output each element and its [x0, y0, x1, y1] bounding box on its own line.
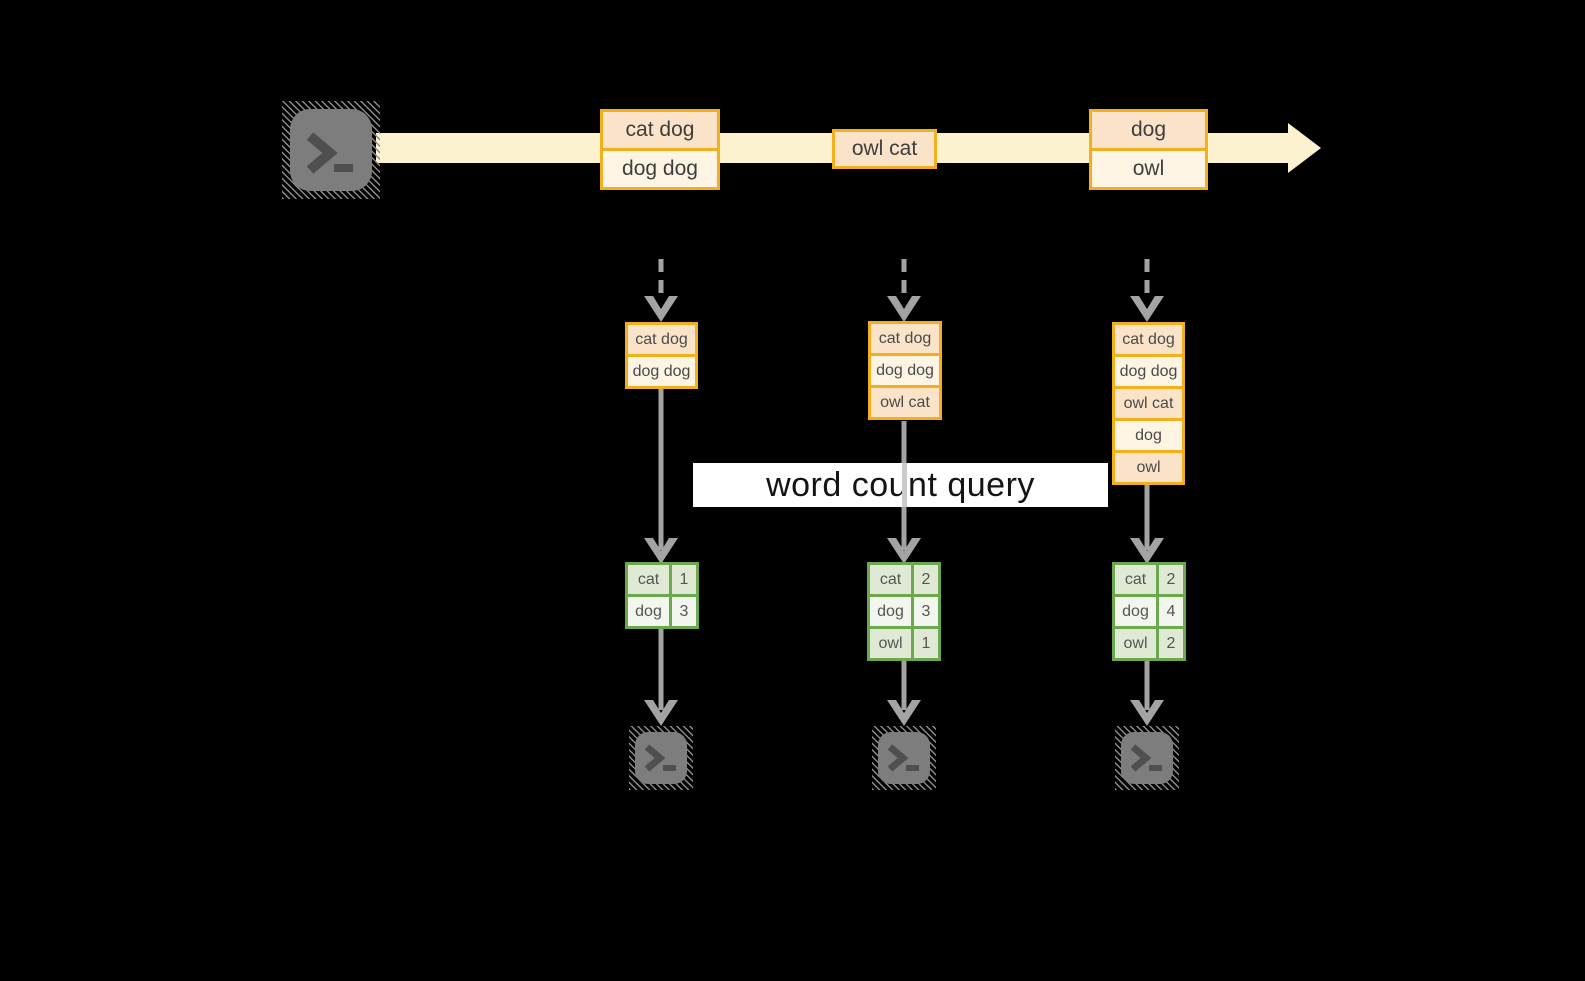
result-count-cell: 4: [1159, 597, 1183, 626]
terminal-icon-body: [878, 732, 930, 784]
result-count-cell: 3: [672, 597, 696, 626]
result-count-cell: 2: [914, 565, 938, 594]
stream-batch-2: owl cat: [832, 129, 937, 169]
input-table-cell: dog dog: [1115, 357, 1182, 386]
result-count-cell: 2: [1159, 565, 1183, 594]
terminal-prompt-glyph: [887, 744, 919, 772]
input-table-cell: cat dog: [628, 325, 695, 354]
result-word-cell: cat: [1115, 565, 1156, 594]
result-word-cell: dog: [870, 597, 911, 626]
stream-batch-cell: dog: [1092, 112, 1205, 148]
result-table-3: cat 2 dog 4 owl 2: [1112, 562, 1186, 661]
terminal-prompt-glyph: [1130, 744, 1162, 772]
result-count-cell: 1: [914, 629, 938, 658]
input-table-1: cat dog dog dog: [625, 322, 698, 389]
input-table-3: cat dog dog dog owl cat dog owl: [1112, 322, 1185, 485]
input-table-cell: owl: [1115, 453, 1182, 482]
input-table-cell: dog: [1115, 421, 1182, 450]
time-stream-arrowhead: [1288, 123, 1321, 173]
stream-batch-1: cat dog dog dog: [600, 109, 720, 190]
terminal-prompt-glyph: [306, 132, 353, 174]
input-table-cell: dog dog: [871, 356, 939, 385]
result-word-cell: dog: [1115, 597, 1156, 626]
input-table-2: cat dog dog dog owl cat: [868, 321, 942, 420]
stream-batch-cell: owl cat: [835, 132, 934, 166]
terminal-icon-body: [635, 732, 687, 784]
terminal-icon-source: [282, 101, 380, 199]
input-table-cell: cat dog: [871, 324, 939, 353]
terminal-icon-body: [290, 109, 372, 191]
terminal-icon-body: [1121, 732, 1173, 784]
result-word-cell: owl: [1115, 629, 1156, 658]
result-count-cell: 1: [672, 565, 696, 594]
result-count-cell: 2: [1159, 629, 1183, 658]
input-table-cell: owl cat: [871, 388, 939, 417]
input-table-cell: cat dog: [1115, 325, 1182, 354]
terminal-icon-output-1: [629, 726, 693, 790]
stream-to-input-arrow-2: [887, 259, 921, 322]
result-word-cell: dog: [628, 597, 669, 626]
result-word-cell: cat: [870, 565, 911, 594]
terminal-icon-output-2: [872, 726, 936, 790]
input-to-result-arrow-1: [644, 389, 678, 564]
result-count-cell: 3: [914, 597, 938, 626]
stream-batch-cell: dog dog: [603, 151, 717, 187]
input-to-result-arrow-3: [1130, 485, 1164, 564]
result-to-output-arrow-2: [887, 661, 921, 726]
result-table-2: cat 2 dog 3 owl 1: [867, 562, 941, 661]
stream-batch-cell: cat dog: [603, 112, 717, 148]
stream-to-input-arrow-1: [644, 259, 678, 322]
query-band: word count query: [693, 463, 1108, 507]
stream-batch-3: dog owl: [1089, 109, 1208, 190]
stream-to-input-arrow-3: [1130, 259, 1164, 322]
result-word-cell: cat: [628, 565, 669, 594]
result-word-cell: owl: [870, 629, 911, 658]
query-label: word count query: [766, 465, 1035, 504]
result-to-output-arrow-1: [644, 629, 678, 726]
result-to-output-arrow-3: [1130, 661, 1164, 726]
input-table-cell: dog dog: [628, 357, 695, 386]
result-table-1: cat 1 dog 3: [625, 562, 699, 629]
input-table-cell: owl cat: [1115, 389, 1182, 418]
stream-batch-cell: owl: [1092, 151, 1205, 187]
terminal-prompt-glyph: [644, 744, 676, 772]
terminal-icon-output-3: [1115, 726, 1179, 790]
query-band-line-overlay: [902, 463, 907, 507]
